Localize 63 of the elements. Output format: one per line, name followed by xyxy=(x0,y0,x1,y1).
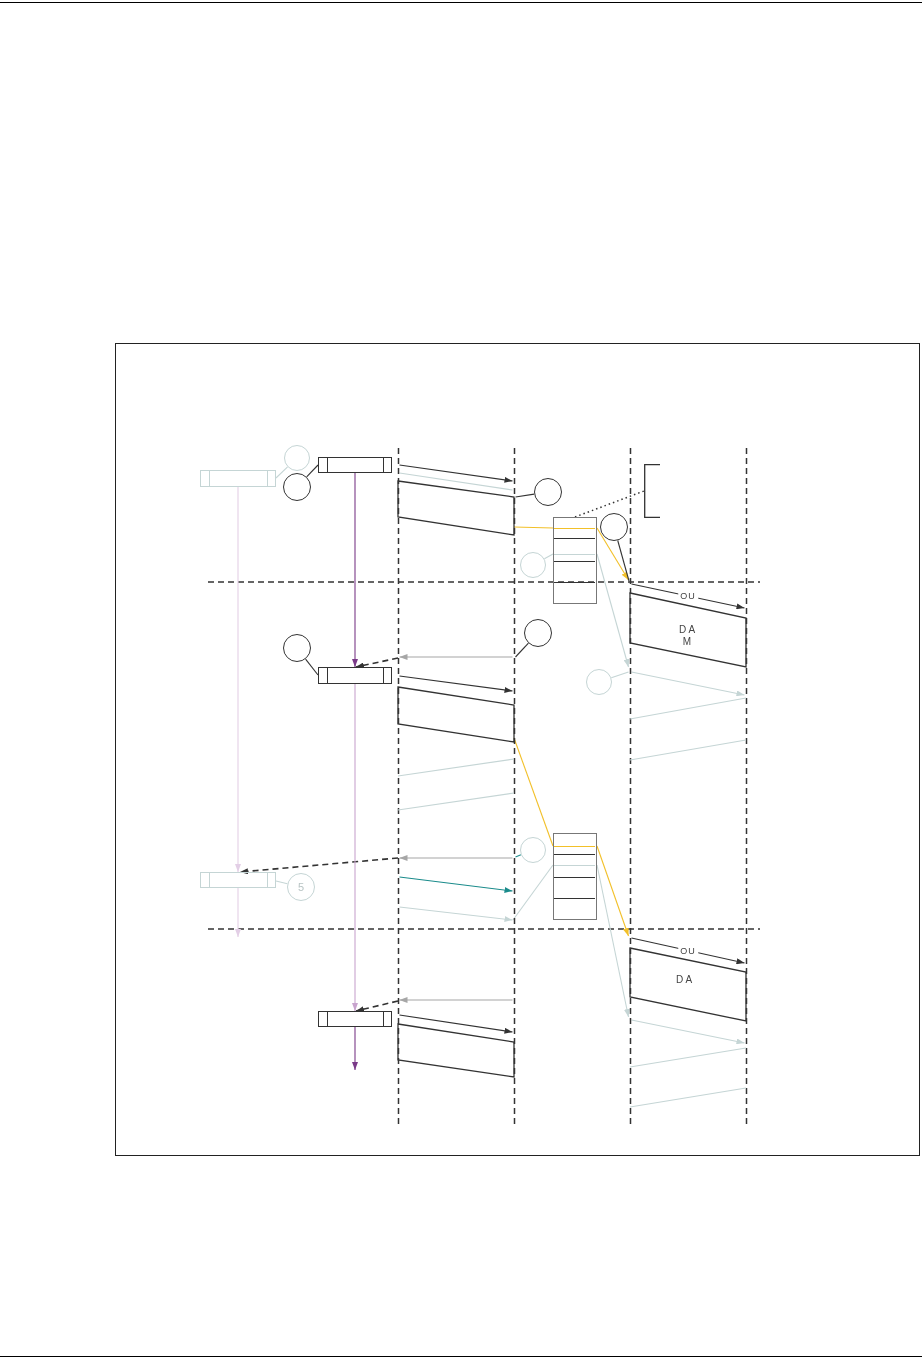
connector-line xyxy=(398,472,514,491)
arrow xyxy=(596,864,630,1018)
arrow xyxy=(352,1026,358,1071)
transfer-band xyxy=(398,481,514,535)
register-stack xyxy=(553,517,597,604)
dotted-line xyxy=(574,490,645,518)
transfer-band xyxy=(630,948,746,1021)
register-stack xyxy=(553,833,597,920)
arrow xyxy=(398,876,514,893)
arrow xyxy=(352,472,358,668)
arrow xyxy=(398,997,514,1003)
arrow xyxy=(398,675,514,693)
leader-line xyxy=(514,854,522,858)
transfer-band xyxy=(630,1048,746,1107)
leader-line xyxy=(514,642,529,658)
leader-line xyxy=(275,466,289,479)
transfer-band xyxy=(398,759,514,810)
arrow xyxy=(398,464,514,483)
lifeline xyxy=(744,448,748,1125)
arrow xyxy=(596,553,630,668)
arrow xyxy=(398,855,514,861)
band-label: D A M xyxy=(677,624,697,648)
dashed-arrow xyxy=(355,657,399,669)
lifeline xyxy=(628,448,632,1125)
arrow xyxy=(352,683,358,1012)
process-box xyxy=(318,457,392,473)
process-box xyxy=(200,470,276,487)
dashed-arrow xyxy=(355,1000,399,1013)
lifeline xyxy=(512,448,516,1125)
transfer-band xyxy=(398,687,514,742)
process-box xyxy=(318,1011,392,1027)
leader-line xyxy=(306,464,319,478)
bracket xyxy=(644,464,660,518)
band-label: D A xyxy=(674,974,694,986)
edge-label: OU xyxy=(678,591,698,601)
transfer-band xyxy=(398,1024,514,1077)
arrow xyxy=(596,527,630,581)
transfer-band xyxy=(630,593,746,667)
process-box xyxy=(318,667,392,684)
leader-line xyxy=(275,880,288,885)
arrow xyxy=(398,654,514,660)
dashed-arrow xyxy=(239,857,399,875)
arrow xyxy=(398,906,514,923)
arrow xyxy=(235,486,241,873)
arrow xyxy=(596,845,630,937)
leader-line xyxy=(610,671,630,679)
arrow xyxy=(630,583,746,610)
leader-line xyxy=(617,539,630,582)
arrow xyxy=(630,671,746,697)
connector-line xyxy=(513,737,554,847)
arrow xyxy=(630,1019,746,1045)
lifeline xyxy=(396,448,400,1125)
leader-line xyxy=(305,658,319,676)
edge-label: OU xyxy=(678,945,698,956)
connector-line xyxy=(513,526,554,529)
leader-line xyxy=(543,553,554,560)
leader-line xyxy=(514,493,535,498)
arrow xyxy=(398,1014,514,1034)
process-box xyxy=(200,872,276,888)
connector-line xyxy=(512,864,554,921)
arrow xyxy=(630,937,746,965)
transfer-band xyxy=(630,698,746,760)
arrow xyxy=(235,887,241,938)
